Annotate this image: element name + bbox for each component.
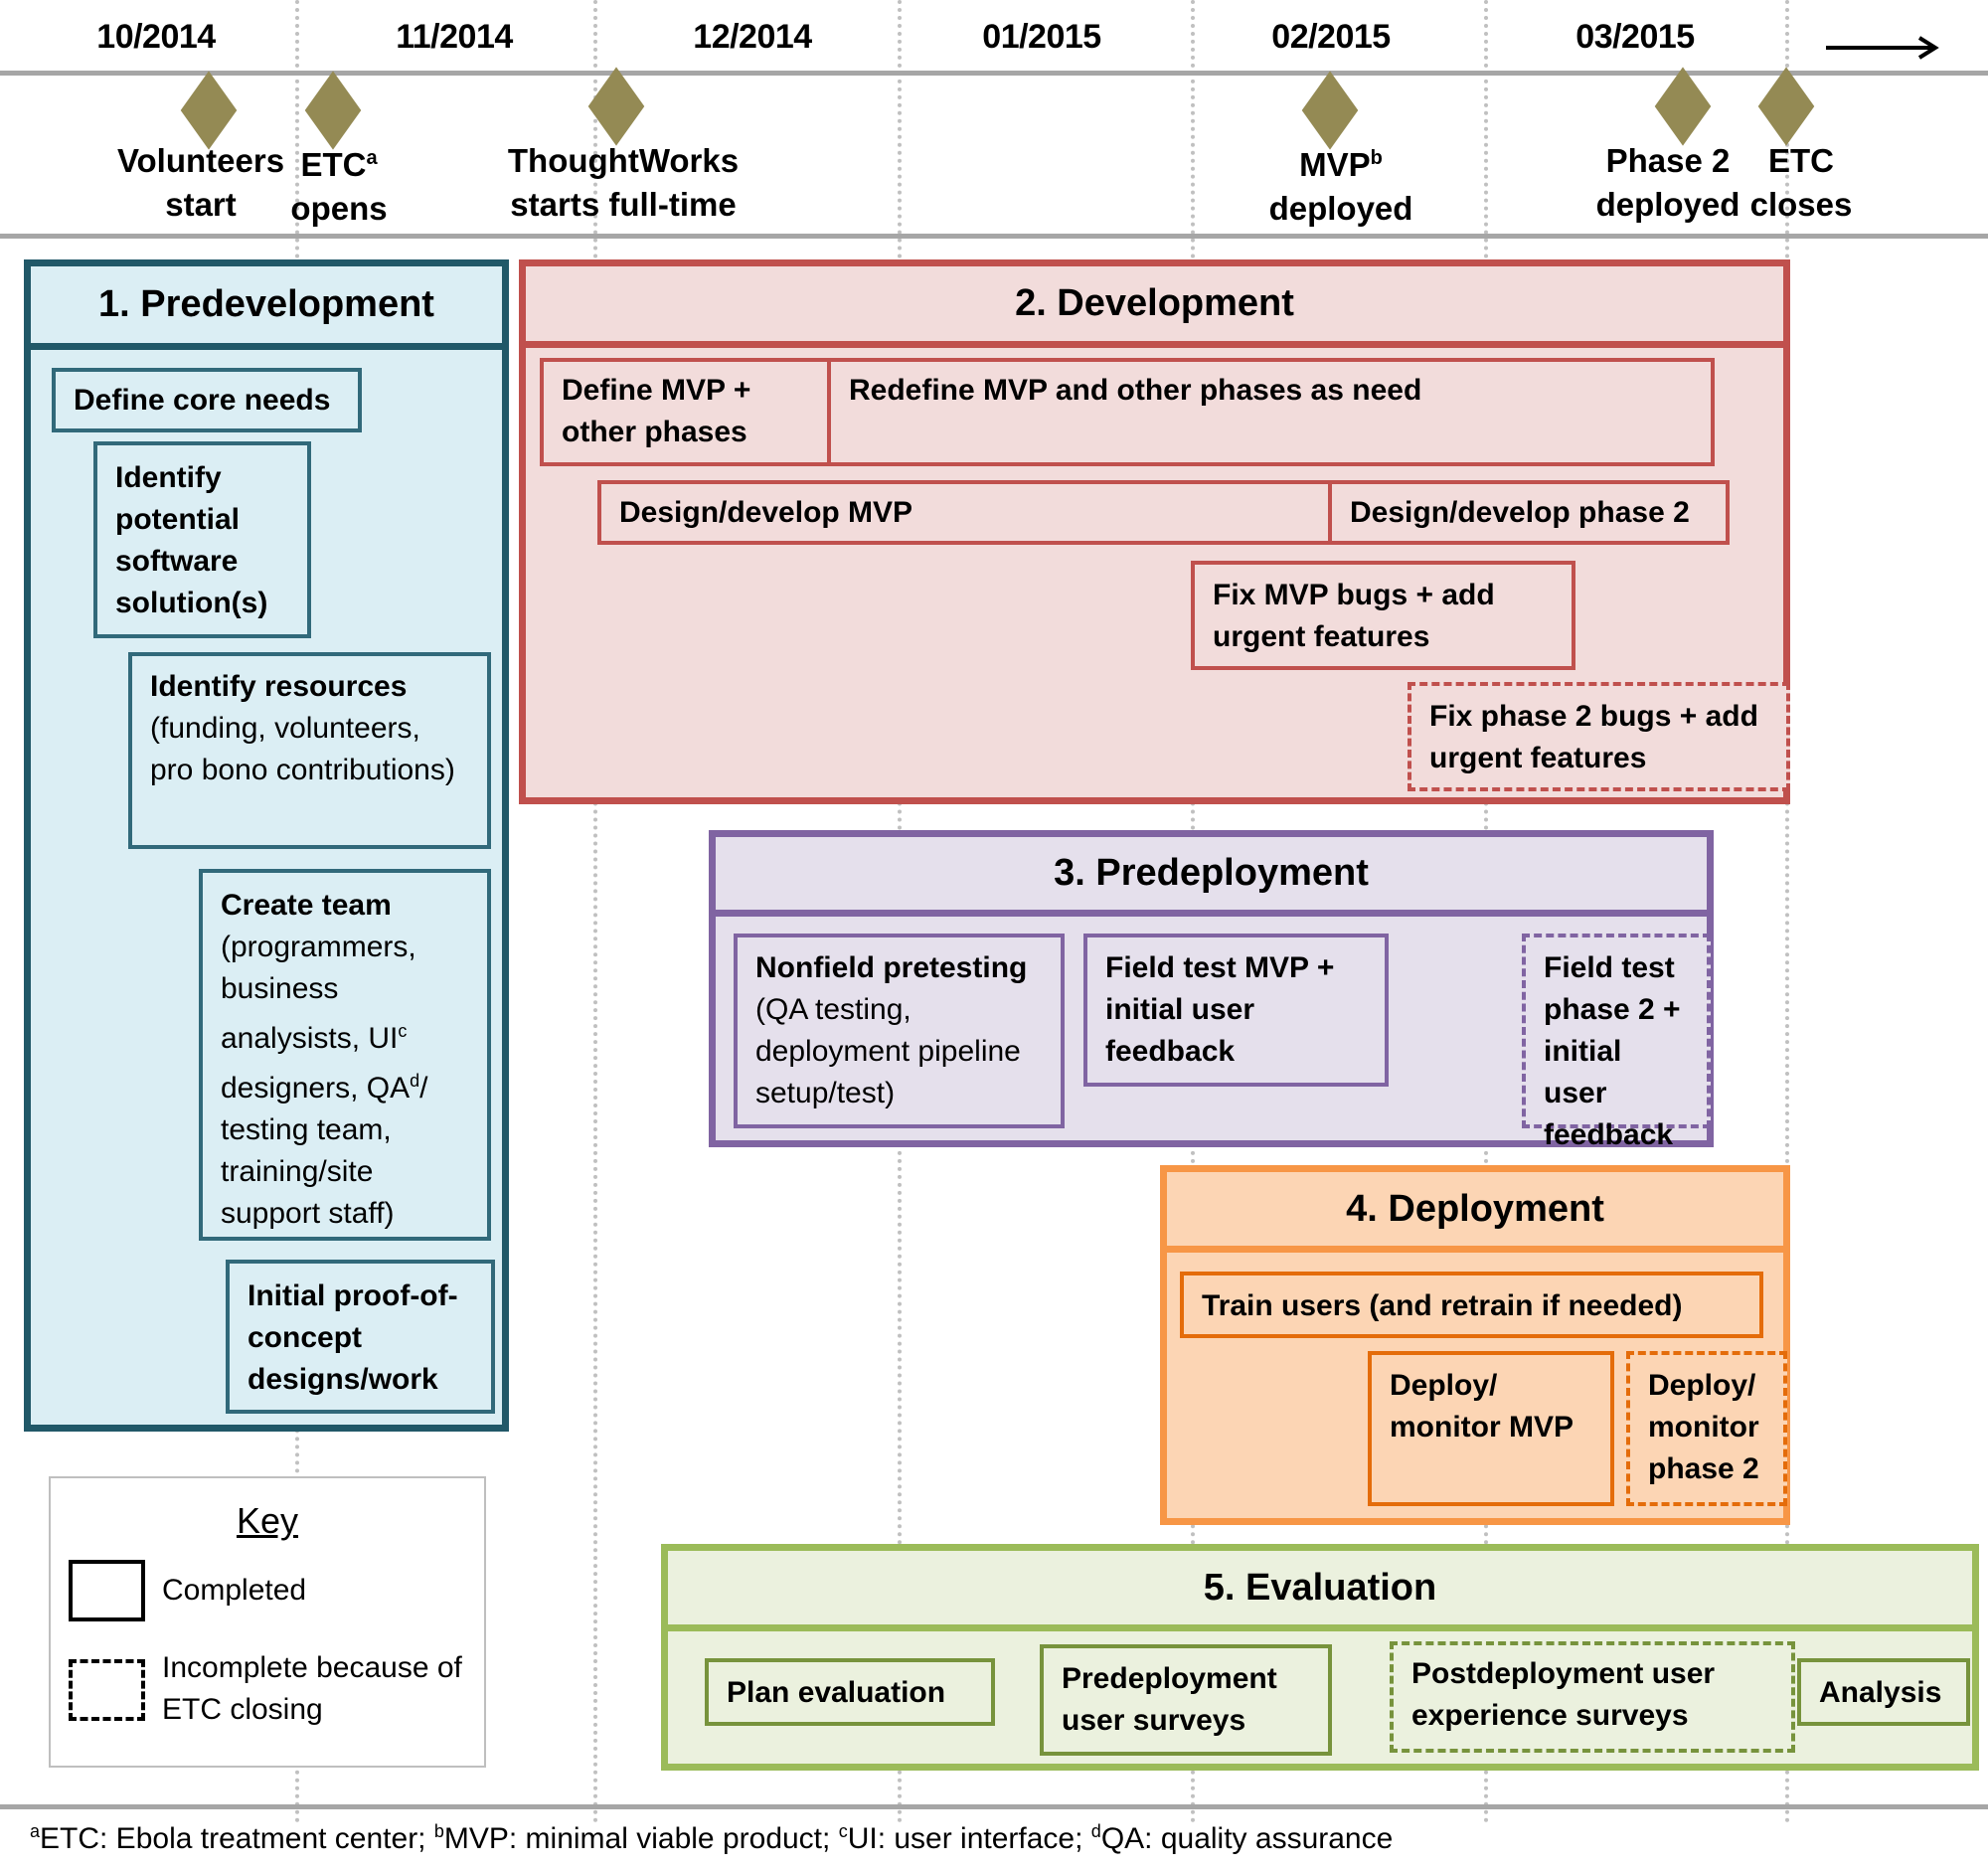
- task-fix-phase2-bugs: Fix phase 2 bugs + add urgent features: [1408, 682, 1790, 791]
- task-field-test-phase2: Field test phase 2 + initial user feedba…: [1522, 934, 1711, 1151]
- milestone-diamond-icon: [180, 71, 238, 150]
- footer-rule: [0, 1804, 1988, 1809]
- milestone-diamond-icon: [1301, 71, 1359, 150]
- legend-completed: Completed: [162, 1574, 307, 1607]
- legend-incomplete: Incomplete because of ETC closing: [162, 1651, 462, 1726]
- task-create-team: Create team(programmers, business analys…: [199, 869, 491, 1241]
- task-postdeployment-surveys: Postdeployment user experience surveys: [1390, 1641, 1795, 1753]
- month-label: 03/2015: [1575, 18, 1695, 56]
- gridline-dec: [593, 0, 597, 1824]
- phase-title: 1. Predevelopment: [31, 266, 502, 350]
- task-deploy-mvp: Deploy/ monitor MVP: [1368, 1351, 1614, 1506]
- milestone-diamond-icon: [304, 71, 362, 150]
- footnote: aETC: Ebola treatment center; bMVP: mini…: [30, 1821, 1394, 1855]
- timeline-bottom-rule: [0, 234, 1988, 239]
- month-label: 01/2015: [982, 18, 1101, 56]
- task-analysis: Analysis: [1797, 1658, 1970, 1726]
- legend-key: Key Completed Incomplete because of ETC …: [49, 1476, 486, 1768]
- task-train-users: Train users (and retrain if needed): [1180, 1272, 1763, 1338]
- phase-title: 4. Deployment: [1167, 1172, 1783, 1253]
- right-arrow-icon: [1826, 36, 1939, 60]
- task-proof-of-concept: Initial proof-of-concept designs/work: [226, 1260, 495, 1414]
- legend-title: Key: [236, 1500, 299, 1541]
- phase-title: 3. Predeployment: [716, 837, 1707, 917]
- milestone-diamond-icon: [1757, 67, 1815, 146]
- task-predeployment-surveys: Predeployment user surveys: [1040, 1644, 1332, 1756]
- task-define-mvp: Define MVP + other phases: [540, 358, 831, 466]
- month-label: 11/2014: [396, 18, 513, 56]
- task-nonfield-pretesting: Nonfield pretesting(QA testing, deployme…: [734, 934, 1065, 1128]
- task-redefine-mvp: Redefine MVP and other phases as need: [827, 358, 1715, 466]
- phase-predevelopment: 1. Predevelopment Define core needs Iden…: [24, 259, 509, 1432]
- task-field-test-mvp: Field test MVP + initial user feedback: [1083, 934, 1389, 1087]
- phase-deployment: 4. Deployment Train users (and retrain i…: [1160, 1165, 1790, 1525]
- month-label: 12/2014: [693, 18, 812, 56]
- completed-swatch-icon: [69, 1560, 145, 1621]
- month-label: 02/2015: [1271, 18, 1391, 56]
- phase-development: 2. Development Define MVP + other phases…: [519, 259, 1790, 804]
- task-define-core-needs: Define core needs: [52, 368, 362, 432]
- month-label: 10/2014: [96, 18, 216, 56]
- task-plan-evaluation: Plan evaluation: [705, 1658, 995, 1726]
- task-fix-mvp-bugs: Fix MVP bugs + add urgent features: [1191, 561, 1575, 670]
- task-design-phase2: Design/develop phase 2: [1328, 480, 1730, 545]
- task-identify-resources: Identify resources(funding, volunteers, …: [128, 652, 491, 849]
- phase-title: 2. Development: [526, 266, 1783, 348]
- phase-title: 5. Evaluation: [668, 1551, 1972, 1631]
- incomplete-swatch-icon: [69, 1659, 145, 1721]
- gridline-etc-close: [1785, 0, 1789, 1824]
- milestone-diamond-icon: [1654, 67, 1712, 146]
- timeline-top-rule: [0, 71, 1988, 76]
- phase-evaluation: 5. Evaluation Plan evaluation Predeploym…: [661, 1544, 1979, 1771]
- phase-predeployment: 3. Predeployment Nonfield pretesting(QA …: [709, 830, 1714, 1151]
- task-identify-software: Identify potential software solution(s): [93, 441, 311, 638]
- task-deploy-phase2: Deploy/ monitor phase 2: [1626, 1351, 1787, 1506]
- task-design-mvp: Design/develop MVP: [597, 480, 1332, 545]
